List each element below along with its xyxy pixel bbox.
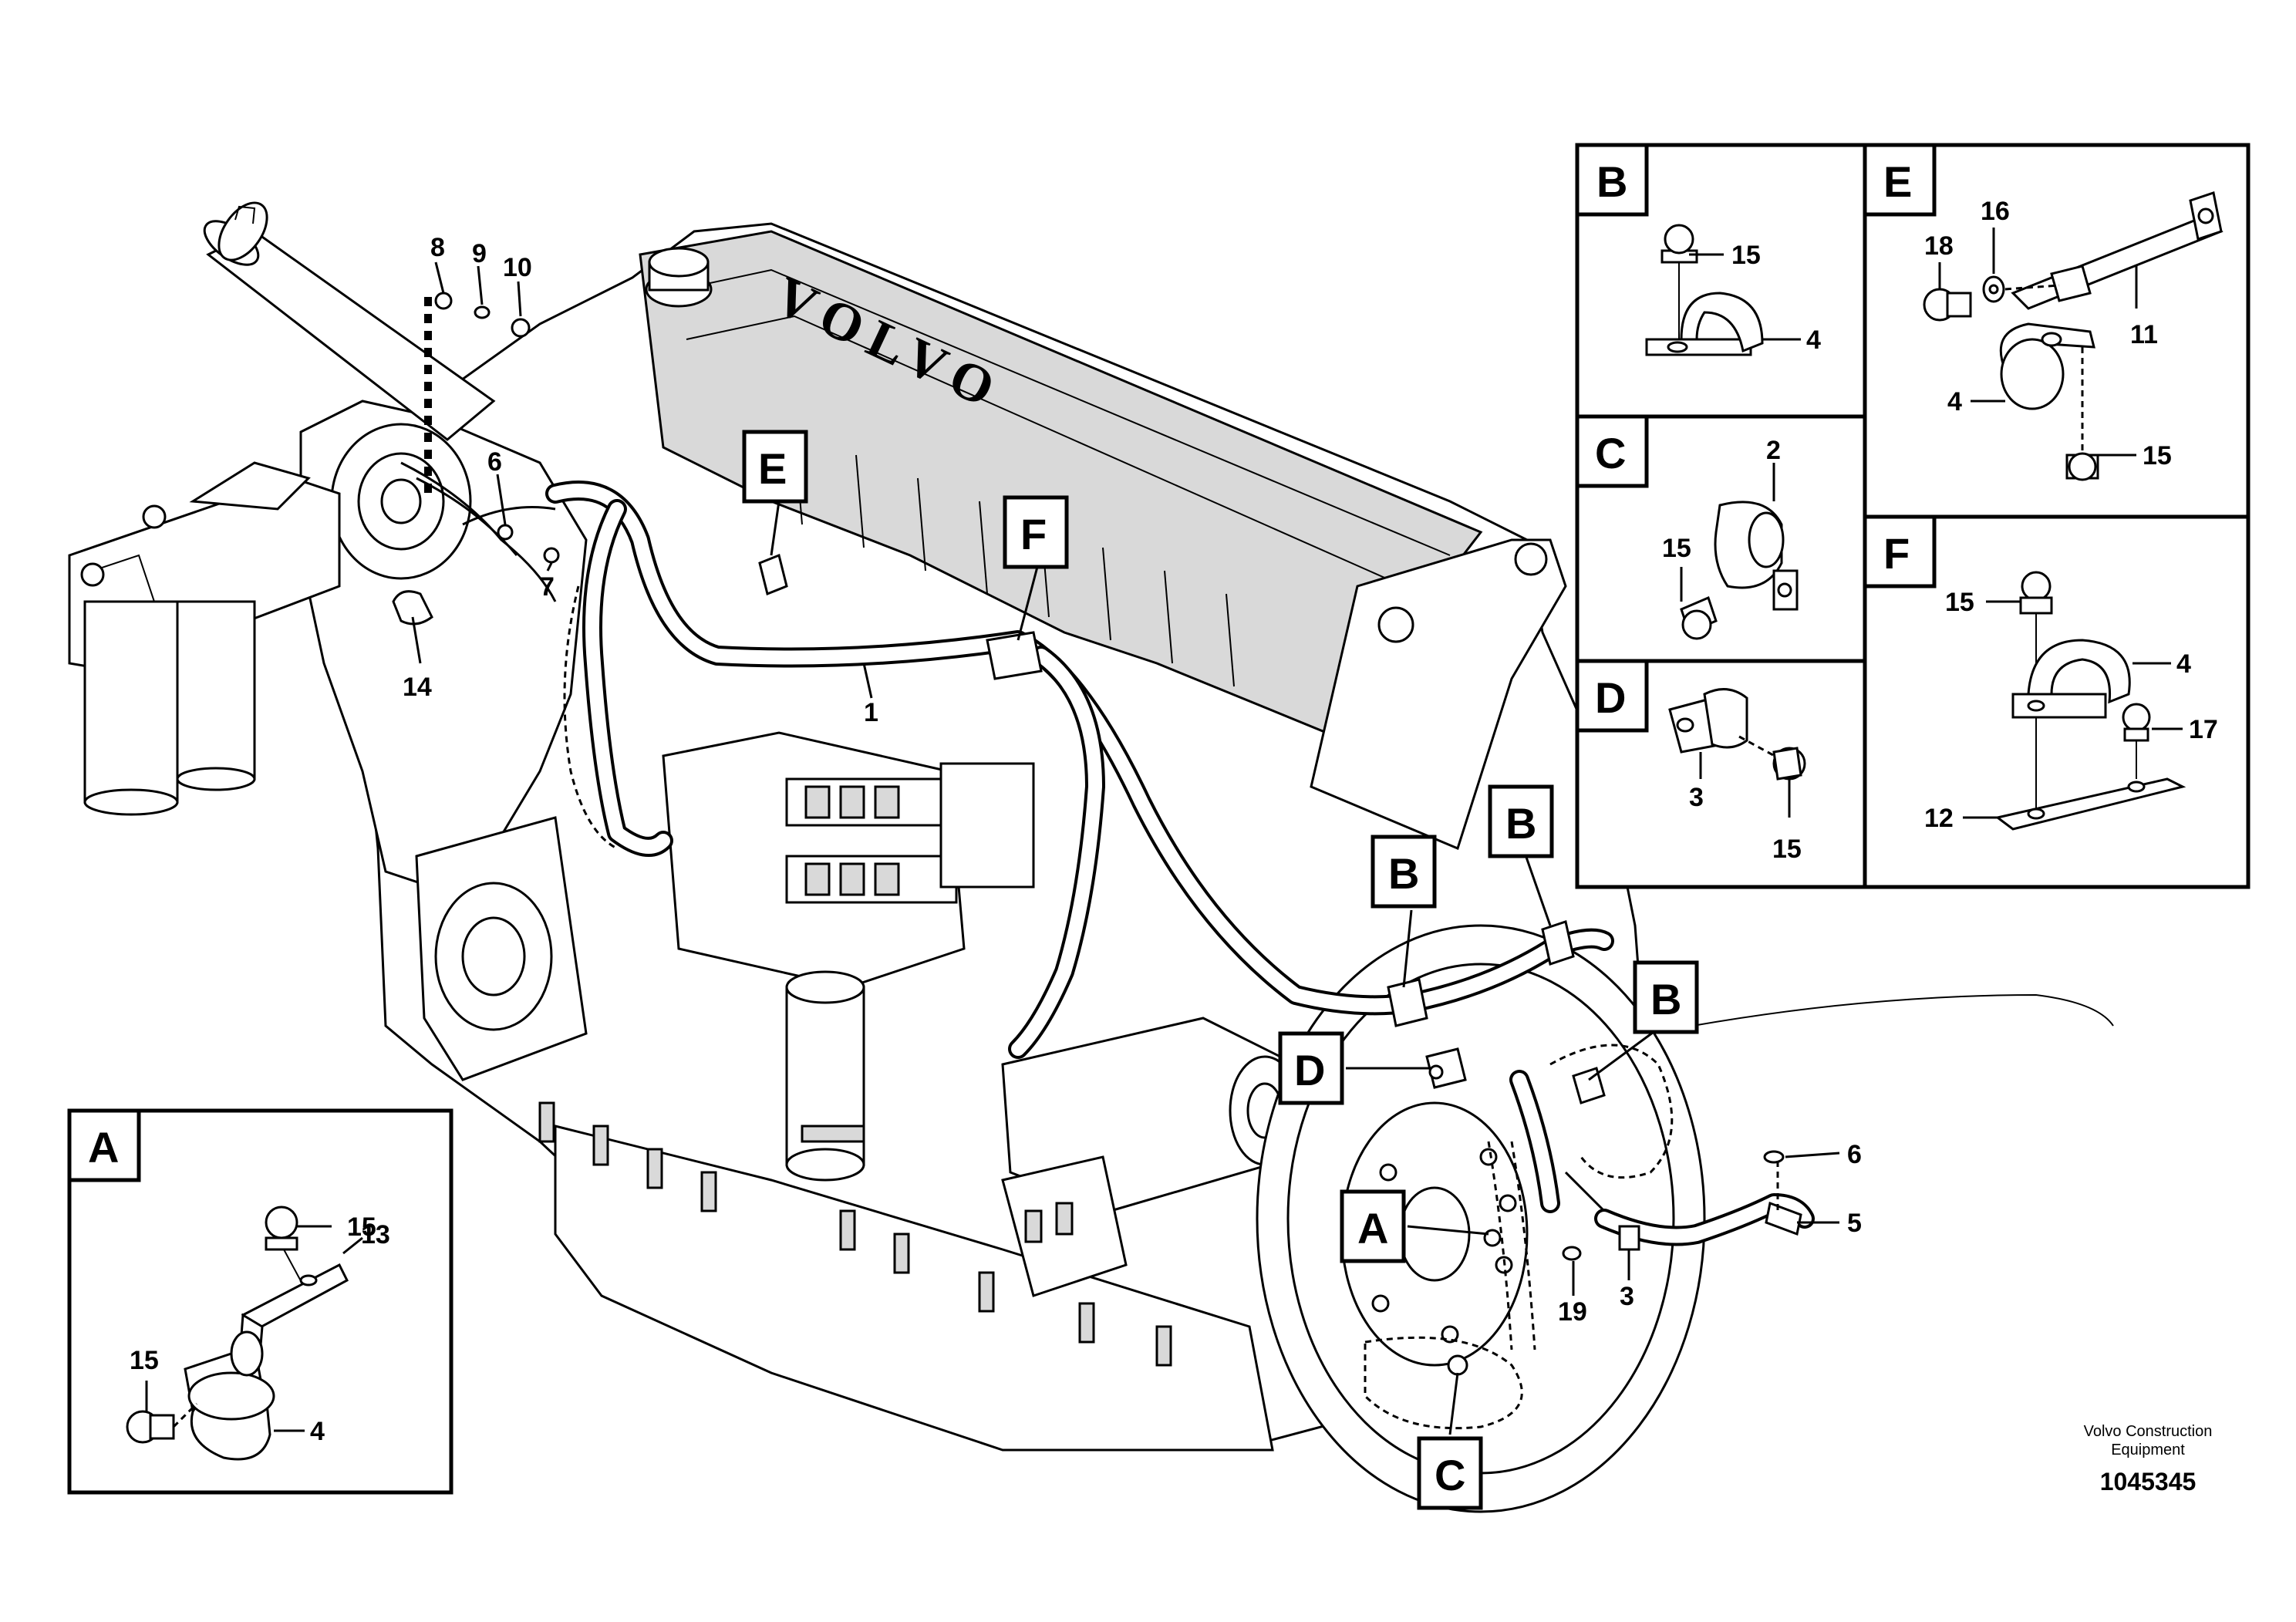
exploded-hardware-8-9-10 [424, 292, 531, 494]
oil-pan-bolts [538, 1101, 1172, 1367]
detail-a: A 15 13 15 4 [67, 1108, 453, 1495]
footer-company-line1: Volvo Construction [2084, 1423, 2213, 1440]
callout-3: 3 [1620, 1282, 1634, 1311]
callout-9: 9 [472, 239, 487, 268]
detail-e-callout-18: 18 [1924, 231, 1954, 261]
footer: Volvo Construction Equipment 1045345 [2084, 1423, 2213, 1496]
view-marker-f: F [1003, 495, 1069, 569]
view-marker-b-3: B [1633, 960, 1699, 1034]
detail-b-label: B [1596, 157, 1627, 206]
main-callouts: 8 9 10 6 7 14 1 6 5 19 3 [403, 233, 1862, 1327]
detail-f-callout-12: 12 [1924, 804, 1954, 833]
detail-e-callout-15: 15 [2143, 441, 2172, 470]
detail-d-label: D [1595, 673, 1626, 722]
view-marker-e: E [742, 430, 808, 504]
svg-text:B: B [1388, 849, 1419, 898]
detail-a-callout-15-top: 15 [347, 1212, 376, 1242]
drawing-number: 1045345 [2100, 1468, 2197, 1496]
svg-text:B: B [1650, 975, 1681, 1023]
callout-5: 5 [1847, 1209, 1862, 1238]
detail-a-callout-13: 13 [361, 1220, 390, 1249]
callout-6-upper: 6 [487, 447, 502, 477]
detail-f-callout-4: 4 [2176, 649, 2191, 679]
detail-a-callout-4: 4 [310, 1417, 325, 1446]
svg-text:E: E [758, 444, 787, 493]
callout-1: 1 [864, 698, 878, 727]
callout-8: 8 [430, 233, 445, 262]
callout-7: 7 [540, 572, 555, 602]
view-marker-c: C [1417, 1436, 1483, 1510]
detail-f-callout-17: 17 [2189, 715, 2218, 744]
view-marker-a: A [1340, 1189, 1406, 1263]
detail-c: C 2 15 [1575, 414, 1799, 640]
footer-company-line2: Equipment [2111, 1442, 2185, 1458]
engine-illustration: VOLVO [68, 201, 2114, 1513]
detail-d: D 3 15 [1575, 659, 1806, 864]
view-markers: E F B B B D A C [742, 430, 1699, 1510]
detail-f-label: F [1883, 529, 1910, 578]
view-marker-b-1: B [1371, 835, 1437, 909]
detail-e-label: E [1883, 157, 1912, 206]
svg-text:C: C [1435, 1451, 1465, 1499]
injector-connectors [804, 785, 900, 896]
detail-c-callout-15: 15 [1662, 534, 1691, 563]
detail-b: B 15 4 [1575, 143, 1821, 356]
svg-text:A: A [1357, 1204, 1388, 1253]
view-marker-b-2: B [1488, 784, 1554, 858]
detail-e-callout-4: 4 [1947, 387, 1962, 416]
callout-14: 14 [403, 673, 432, 702]
callout-10: 10 [503, 253, 532, 282]
detail-a-callout-15-left: 15 [130, 1346, 159, 1375]
svg-text:D: D [1294, 1046, 1325, 1094]
detail-d-callout-15: 15 [1772, 835, 1802, 864]
svg-text:B: B [1505, 799, 1536, 848]
detail-a-label: A [88, 1123, 119, 1172]
detail-d-callout-3: 3 [1689, 783, 1704, 812]
view-marker-d: D [1278, 1031, 1344, 1105]
detail-f-callout-15: 15 [1945, 588, 1974, 617]
detail-e-callout-16: 16 [1981, 197, 2010, 226]
detail-e: E 16 18 11 4 15 [1863, 143, 2224, 481]
detail-f: F 15 4 17 12 [1863, 514, 2218, 833]
callout-6-right: 6 [1847, 1140, 1862, 1169]
valve-cover-ribs [794, 431, 1235, 687]
detail-e-callout-11: 11 [2130, 320, 2158, 349]
svg-text:F: F [1020, 510, 1047, 558]
callout-19: 19 [1558, 1297, 1587, 1327]
detail-c-label: C [1595, 429, 1626, 477]
detail-b-callout-4: 4 [1806, 325, 1821, 355]
detail-c-callout-2: 2 [1766, 436, 1781, 465]
leader-lines [411, 261, 1840, 1435]
detail-b-callout-15: 15 [1731, 241, 1761, 270]
